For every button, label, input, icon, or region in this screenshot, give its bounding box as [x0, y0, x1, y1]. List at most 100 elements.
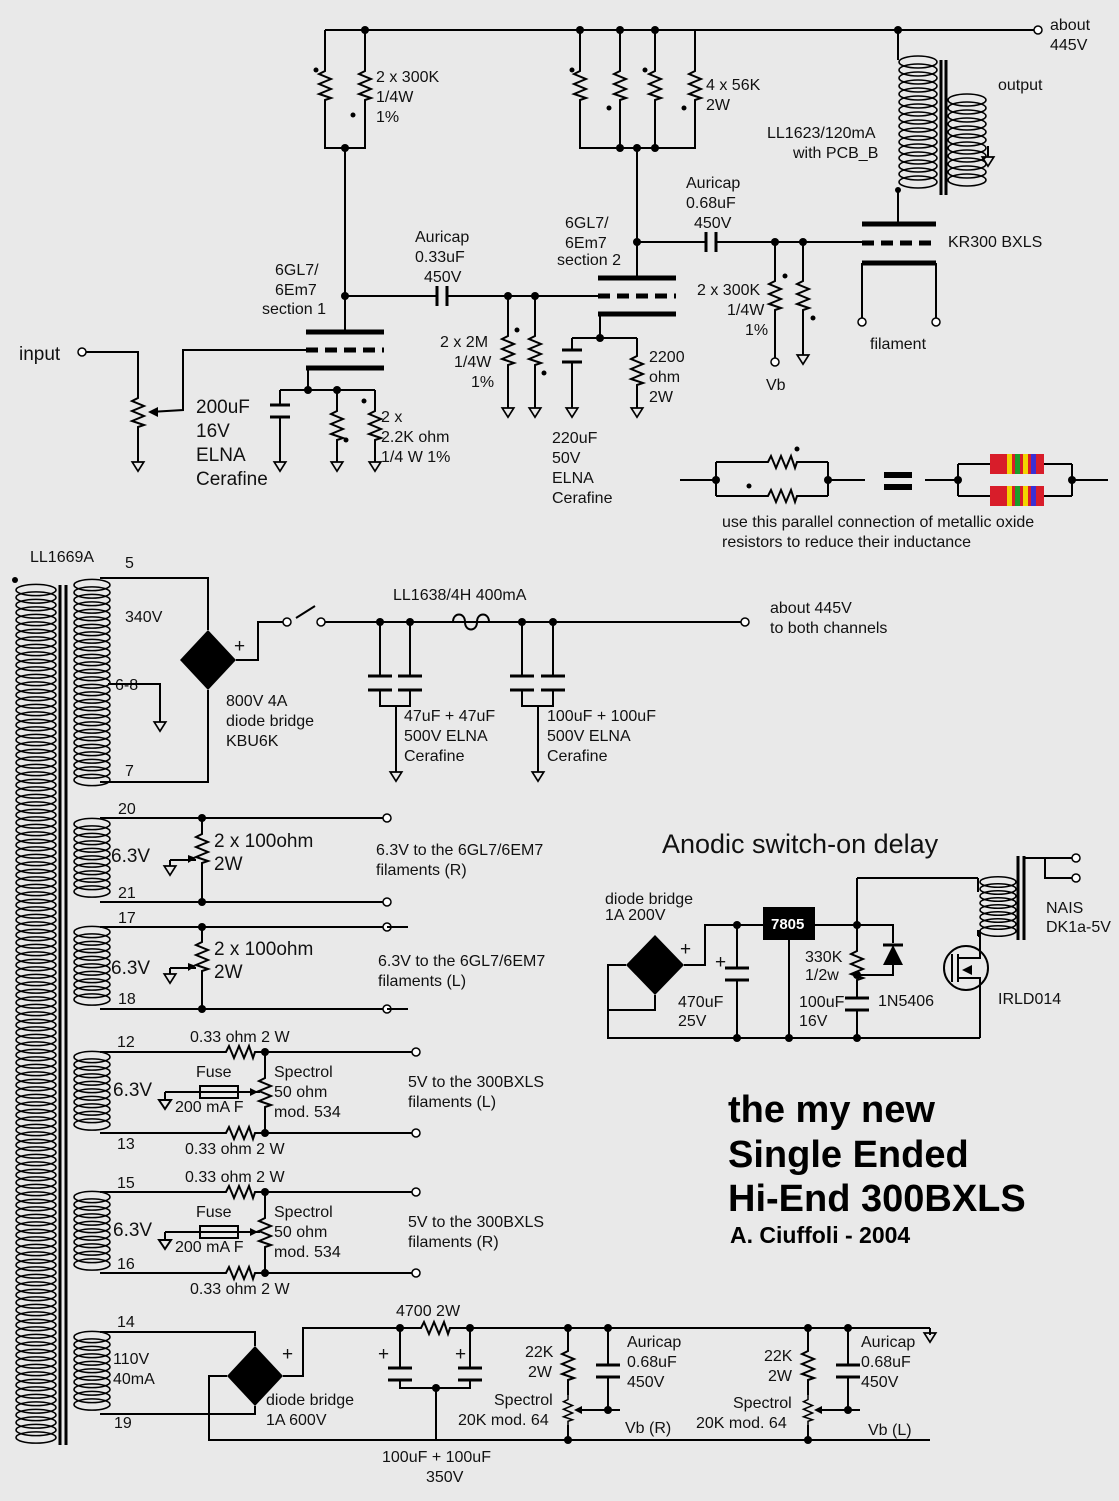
- tube-300bxls: [861, 221, 937, 320]
- label-output: output: [998, 77, 1043, 94]
- label-cap-c2-3: 450V: [694, 215, 732, 232]
- label-bridge-b-plus: +: [282, 1344, 293, 1365]
- title-line-3: Hi-End 300BXLS: [728, 1178, 1026, 1220]
- label-cap-bias-l-1: Auricap: [861, 1334, 915, 1351]
- title-line-2: Single Ended: [728, 1134, 969, 1176]
- label-6v3-d: 6.3V: [113, 1220, 152, 1241]
- relay-nais: [977, 853, 1081, 940]
- label-cap-bias-l-3: 450V: [861, 1374, 899, 1391]
- label-pin-7: 7: [125, 763, 134, 780]
- label-cap-f2-2: 500V ELNA: [547, 728, 631, 745]
- label-r-hum-a-1: 2 x 100ohm: [214, 831, 313, 852]
- label-r-grid3-2: 1/4W: [727, 302, 765, 319]
- label-stage2-1: 6GL7/: [565, 215, 609, 232]
- label-cap-k2-2: 50V: [552, 450, 581, 467]
- label-output-xfmr-1: LL1623/120mA: [767, 125, 876, 142]
- label-r-grid2-2: 1/4W: [454, 354, 492, 371]
- label-r-d-1: 330K: [805, 949, 843, 966]
- label-r-grid2-3: 1%: [471, 374, 494, 391]
- diode-bridge-hv: [180, 630, 236, 690]
- amplifier-section: about 445V 2 x 300K 1/4W 1% 4 x 56K 2W: [19, 17, 1091, 507]
- label-choke: LL1638/4H 400mA: [393, 587, 527, 604]
- label-diode: 1N5406: [878, 993, 934, 1010]
- label-stage1-3: section 1: [262, 301, 326, 318]
- label-cap-f2-1: 100uF + 100uF: [547, 708, 656, 725]
- label-pin-6-8: 6-8: [115, 677, 138, 694]
- label-delay-title: Anodic switch-on delay: [662, 829, 939, 859]
- label-r-k2-2: ohm: [649, 369, 680, 386]
- label-r-k1-2: 2.2K ohm: [381, 429, 449, 446]
- label-pot-fil-l-1: Spectrol: [274, 1064, 333, 1081]
- label-r-plate1-2: 1/4W: [376, 89, 414, 106]
- label-pot-fil-l-2: 50 ohm: [274, 1084, 327, 1101]
- label-cap-k1-3: ELNA: [196, 445, 246, 466]
- regulator-7805: [763, 907, 815, 940]
- label-pin-5: 5: [125, 555, 134, 572]
- label-cap-f1-3: Cerafine: [404, 748, 465, 765]
- label-6v3-b: 6.3V: [111, 958, 150, 979]
- label-regulator: 7805: [771, 916, 804, 933]
- tube-6gl7-section-1: [306, 329, 384, 371]
- label-r033-d: 0.33 ohm 2 W: [190, 1281, 291, 1298]
- label-cap-b1-plus: +: [378, 1344, 389, 1365]
- label-fuse-r-2: 200 mA F: [175, 1239, 244, 1256]
- label-fil5-r-1: 5V to the 300BXLS: [408, 1214, 544, 1231]
- label-fil-r-1: 6.3V to the 6GL7/6EM7: [376, 842, 543, 859]
- label-r22k-r-2: 2W: [528, 1364, 553, 1381]
- label-cap-k2-4: Cerafine: [552, 490, 613, 507]
- label-r-k1-1: 2 x: [381, 409, 402, 426]
- label-fuse-l-1: Fuse: [196, 1064, 232, 1081]
- anodic-delay-circuit: Anodic switch-on delay + diode bridge 1A…: [387, 829, 1111, 1042]
- label-bias-winding-1: 110V: [113, 1351, 150, 1368]
- supply-445v-terminal: [1033, 25, 1043, 35]
- label-r-plate1-1: 2 x 300K: [376, 69, 439, 86]
- title-line-1: the my new: [728, 1089, 935, 1131]
- label-r-hum-b-1: 2 x 100ohm: [214, 939, 313, 960]
- title-block: the my new Single Ended Hi-End 300BXLS A…: [728, 1089, 1026, 1248]
- label-r-plate1-3: 1%: [376, 109, 399, 126]
- label-pin-13: 13: [117, 1136, 135, 1153]
- label-6v3-a: 6.3V: [111, 846, 150, 867]
- resistor-plate1-b: [358, 64, 372, 106]
- resistor-plate2-a: [573, 64, 587, 106]
- label-bridge-d-plus: +: [680, 939, 691, 960]
- label-stage2-3: section 2: [557, 252, 621, 269]
- label-pot-bias-r-1: Spectrol: [494, 1392, 553, 1409]
- bias-supply: 14 19 110V 40mA + diode bridge 1A 600V 4…: [100, 1303, 937, 1486]
- label-r-plate2-2: 2W: [706, 97, 731, 114]
- label-filament: filament: [870, 336, 927, 353]
- label-pin-20: 20: [118, 801, 136, 818]
- label-supply-both-2: to both channels: [770, 620, 887, 637]
- label-r-grid2-1: 2 x 2M: [440, 334, 488, 351]
- label-cap-c1-2: 0.33uF: [415, 249, 465, 266]
- volume-potentiometer: [131, 391, 145, 433]
- label-r-d-2: 1/2w: [805, 967, 839, 984]
- resistor-plate1-a: [318, 64, 332, 106]
- label-cap-k1-2: 16V: [196, 421, 230, 442]
- label-fil5-l-2: filaments (L): [408, 1094, 496, 1111]
- label-cap-bias-l-2: 0.68uF: [861, 1354, 911, 1371]
- label-r-grid3-3: 1%: [745, 322, 768, 339]
- label-mosfet: IRLD014: [998, 991, 1061, 1008]
- label-pot-bias-l-1: Spectrol: [733, 1395, 792, 1412]
- label-r22k-l-2: 2W: [768, 1368, 793, 1385]
- label-stage1-2: 6Em7: [275, 282, 317, 299]
- label-relay-1: NAIS: [1046, 900, 1083, 917]
- resistor-plate2-b: [613, 64, 627, 106]
- label-cap-bias-r-1: Auricap: [627, 1334, 681, 1351]
- label-bridge-b-2: 1A 600V: [266, 1412, 327, 1429]
- label-cap-b-2: 350V: [426, 1469, 464, 1486]
- label-pin-14: 14: [117, 1314, 135, 1331]
- parallel-resistor-note: use this parallel connection of metallic…: [680, 446, 1108, 551]
- label-cap-d1-plus: +: [715, 952, 726, 973]
- label-pin-17: 17: [118, 910, 136, 927]
- label-output-xfmr-2: with PCB_B: [792, 145, 878, 162]
- diode-bridge-bias: [227, 1346, 283, 1406]
- heater-windings-6gl7: 20 21 6.3V 2 x 100ohm 2W 6.3V to the 6GL…: [100, 801, 545, 1014]
- resistor-color-bands-top: [990, 454, 1044, 474]
- label-bridge-b-1: diode bridge: [266, 1392, 354, 1409]
- label-note-2: resistors to reduce their inductance: [722, 534, 971, 551]
- label-cap-bias-r-2: 0.68uF: [627, 1354, 677, 1371]
- label-supply-top-2: 445V: [1050, 37, 1088, 54]
- label-cap-d2-1: 100uF: [799, 994, 845, 1011]
